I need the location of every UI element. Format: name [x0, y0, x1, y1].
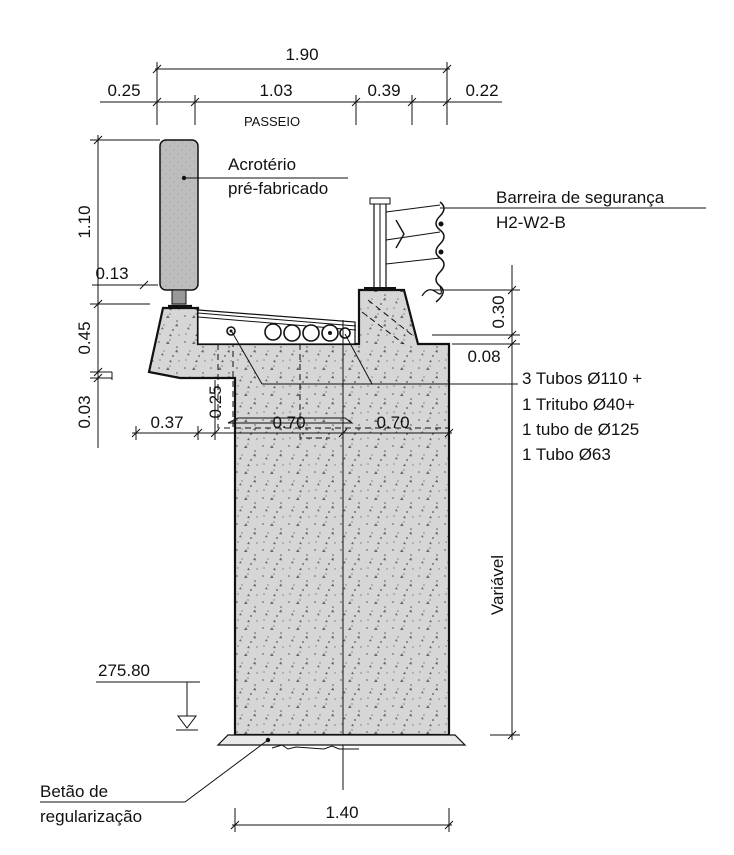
bottom-dimension — [230, 808, 454, 832]
dim-lip: 0.03 — [75, 395, 94, 428]
parapet-base-plate — [171, 289, 187, 305]
dim-cantilever: 0.37 — [150, 413, 183, 432]
lean-concrete-base — [216, 417, 467, 750]
label-ducts-3: 1 tubo de Ø125 — [522, 420, 639, 439]
dim-mid-width: 0.39 — [367, 81, 400, 100]
dim-right-offset: 0.22 — [465, 81, 498, 100]
label-ducts-2: 1 Tritubo Ø40+ — [522, 395, 635, 414]
label-ducts-1: 3 Tubos Ø110 + — [522, 369, 642, 388]
label-parapet-2: pré-fabricado — [228, 179, 328, 198]
left-dimensions — [90, 135, 160, 448]
dim-inner-depth: 0.25 — [206, 385, 225, 418]
label-barrier-2: H2-W2-B — [496, 213, 566, 232]
safety-barrier — [364, 197, 445, 303]
dim-right-half: 0.70 — [376, 413, 409, 432]
dim-slab-height: 0.45 — [75, 321, 94, 354]
label-ducts-4: 1 Tubo Ø63 — [522, 445, 611, 464]
lean-leader-dot — [265, 737, 271, 743]
dim-left-half: 0.70 — [272, 413, 305, 432]
label-lean-concrete-2: regularização — [40, 807, 142, 826]
dim-walkway-width: 1.03 — [259, 81, 292, 100]
label-walkway: PASSEIO — [244, 114, 300, 129]
right-dimensions — [432, 265, 520, 740]
dim-parapet-thickness: 0.13 — [95, 264, 128, 283]
ducts — [226, 323, 351, 342]
label-barrier-1: Barreira de segurança — [496, 188, 665, 207]
elevation-value: 275.80 — [98, 661, 150, 680]
precast-parapet — [159, 139, 199, 291]
label-lean-concrete-1: Betão de — [40, 782, 108, 801]
mid-dimensions — [131, 380, 454, 440]
dim-total-width: 1.90 — [285, 45, 318, 64]
parapet-leader-dot — [181, 175, 187, 181]
dim-step: 0.08 — [467, 347, 500, 366]
duct-cores — [229, 329, 332, 335]
dim-curb-height: 0.30 — [489, 295, 508, 328]
hidden-lines — [217, 299, 449, 439]
dim-foundation-width: 1.40 — [325, 803, 358, 822]
label-parapet-1: Acrotério — [228, 155, 296, 174]
dim-left-offset: 0.25 — [107, 81, 140, 100]
dim-parapet-height: 1.10 — [75, 205, 94, 238]
dim-variable-height: Variável — [488, 555, 507, 615]
deck-slab — [147, 288, 451, 737]
elevation-marker — [96, 681, 200, 731]
leaders — [40, 177, 706, 803]
top-dimensions — [100, 62, 502, 125]
